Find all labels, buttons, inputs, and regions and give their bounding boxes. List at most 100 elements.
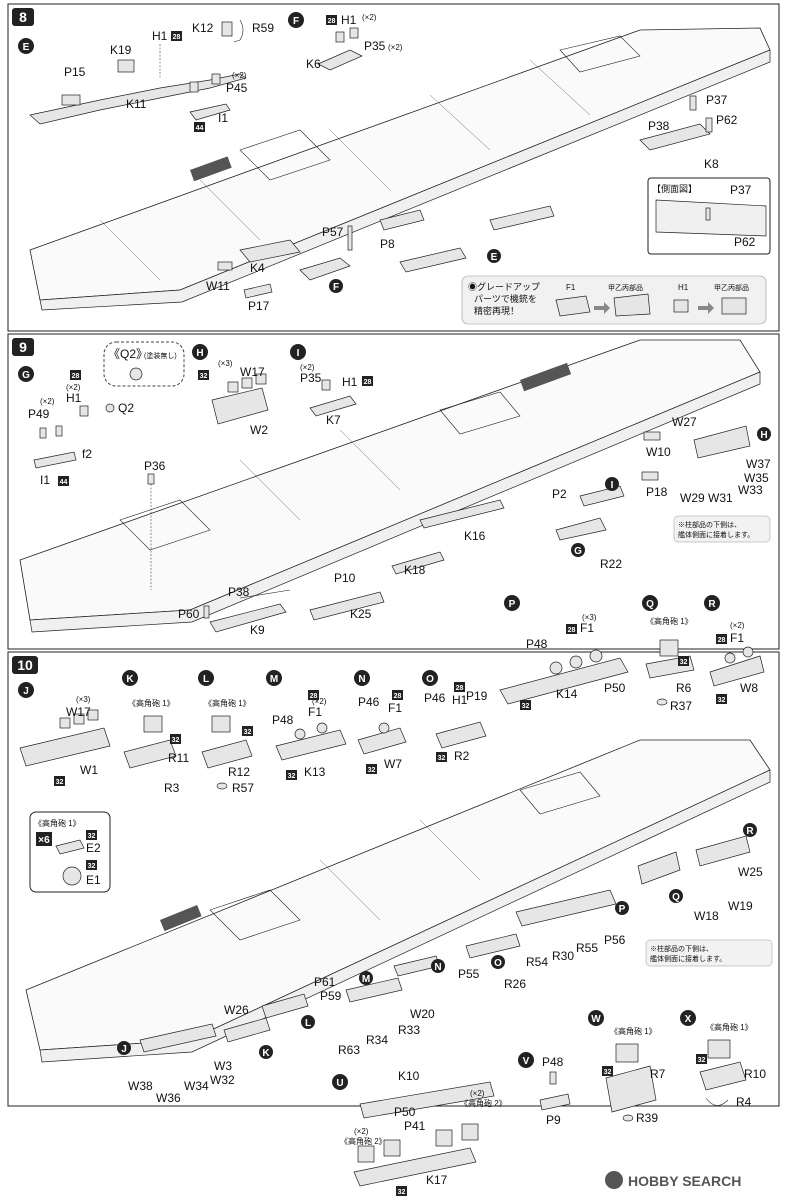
label-R59: R59	[252, 21, 274, 35]
callout-K-10-text: K	[262, 1048, 270, 1059]
runner-28-R-tag	[716, 634, 727, 644]
upgrade-note-line1: ◉グレードアップ	[468, 281, 540, 292]
part-K17	[353, 1147, 477, 1187]
label-R3: R3	[164, 781, 180, 795]
part-H1-a	[335, 31, 345, 43]
sub-R-badge	[704, 595, 720, 611]
ha-mount-box	[29, 811, 111, 893]
label-P35-I-qty: (×2)	[300, 363, 315, 372]
part-R10	[699, 1061, 747, 1091]
label-R34: R34	[366, 1033, 388, 1047]
label-W19: W19	[728, 899, 753, 913]
part-F1-p1	[549, 661, 563, 675]
deck10-seam-1	[319, 859, 381, 921]
label-E2: E2	[86, 841, 101, 855]
part-P-sponson-10	[515, 889, 617, 927]
label-Q2: Q2	[118, 401, 134, 415]
runner-32-L-text: 32	[244, 729, 252, 736]
side-view-P37	[705, 207, 711, 221]
sub-W-letter: W	[591, 1014, 601, 1025]
side-view-label-P62: P62	[734, 235, 756, 249]
label-R10: R10	[744, 1067, 766, 1081]
part-I1-G	[33, 451, 77, 469]
sub-U-letter: U	[336, 1078, 343, 1089]
part-P49-b	[55, 425, 63, 437]
part-P38-K8	[639, 123, 711, 151]
label-K19: K19	[110, 43, 132, 57]
callout-M-10-text: M	[362, 974, 370, 985]
callout-J-10-text: J	[121, 1044, 127, 1055]
runner-28-O-text: 28	[456, 685, 464, 692]
runner-32-K-tag	[170, 734, 181, 744]
runner-32-P-tag	[520, 700, 531, 710]
side-view-hull	[655, 199, 767, 237]
runner-44-text: 44	[196, 125, 204, 132]
label-f2: f2	[82, 447, 92, 461]
part-F-sponson	[299, 257, 351, 281]
part-P35-I	[321, 379, 331, 391]
side-view-inset	[647, 177, 771, 255]
part-W17-a	[227, 381, 239, 393]
runner-28-P-text: 28	[568, 627, 576, 634]
part-K25	[309, 591, 385, 621]
elevator-8a	[239, 129, 331, 181]
part-P60	[203, 605, 210, 619]
label-I1: I1	[218, 111, 228, 125]
runner-32-R-text: 32	[718, 697, 726, 704]
part-Q-sponson-10	[637, 851, 681, 885]
label-R54: R54	[526, 955, 548, 969]
part-W17-b	[241, 377, 253, 389]
runner-32-text: 32	[200, 373, 208, 380]
runner-32-HA1-text: 32	[88, 833, 96, 840]
runner-32-M-text: 32	[288, 773, 296, 780]
step-9-panel: 9 G H I 《Q2》 (塗装無し) P49 (×2) H1 (×2) 28 …	[7, 333, 780, 650]
label-R-F1: F1	[730, 631, 744, 645]
label-P50-U: P50	[394, 1105, 416, 1119]
U-qty-left: (×2)	[354, 1127, 369, 1136]
L-title: 《高角砲 1》	[204, 698, 251, 708]
label-M-F1: F1	[308, 705, 322, 719]
K-title: 《高角砲 1》	[128, 698, 175, 708]
runner-28c-tag	[70, 370, 81, 380]
label-P15: P15	[64, 65, 86, 79]
callout-I-9-text: I	[611, 480, 614, 491]
deck9-seam-1	[239, 459, 301, 521]
runner-28-N-text: 28	[394, 693, 402, 700]
label-W25: W25	[738, 865, 763, 879]
ha-mult-badge	[36, 832, 52, 846]
step-8-number: 8	[19, 9, 27, 25]
sub-V-letter: V	[523, 1056, 530, 1067]
runner-32-K-text: 32	[172, 737, 180, 744]
sub-M-badge	[266, 670, 282, 686]
elevator-10a	[209, 889, 301, 941]
part-V-P48	[549, 1071, 557, 1085]
sub-K-badge	[122, 670, 138, 686]
callout-N-10-text: N	[434, 962, 441, 973]
upgrade-item-kou1: 甲乙丙部品	[608, 283, 643, 292]
sub-U-badge	[332, 1074, 348, 1090]
label-W31: W31	[708, 491, 733, 505]
elevator-10b	[519, 771, 601, 815]
sub-N-letter: N	[358, 674, 365, 685]
part-W1	[19, 727, 111, 767]
sub-E-letter: E	[23, 42, 30, 53]
deck-seam-4	[429, 94, 491, 151]
runner-28-text: 28	[173, 34, 181, 41]
callout-L-10-text: L	[305, 1018, 311, 1029]
callout-P-10-text: P	[619, 904, 626, 915]
callout-L-10	[301, 1015, 315, 1029]
part-W11	[217, 261, 233, 271]
runner-32-tag	[198, 370, 209, 380]
step-10-badge	[12, 656, 38, 674]
sub-Q-badge	[642, 595, 658, 611]
U-ha2-right: 《高角砲 2》	[460, 1098, 507, 1108]
part-K9	[209, 603, 287, 633]
part-R2	[435, 721, 487, 749]
sub-P-letter: P	[509, 599, 516, 610]
part-I-mount-9	[579, 485, 625, 507]
W-title: 《高角砲 1》	[610, 1026, 657, 1036]
runner-32-Q-tag	[678, 656, 689, 666]
part-R7	[605, 1065, 657, 1113]
sub-G-badge	[18, 366, 34, 382]
label-P56: P56	[604, 933, 626, 947]
